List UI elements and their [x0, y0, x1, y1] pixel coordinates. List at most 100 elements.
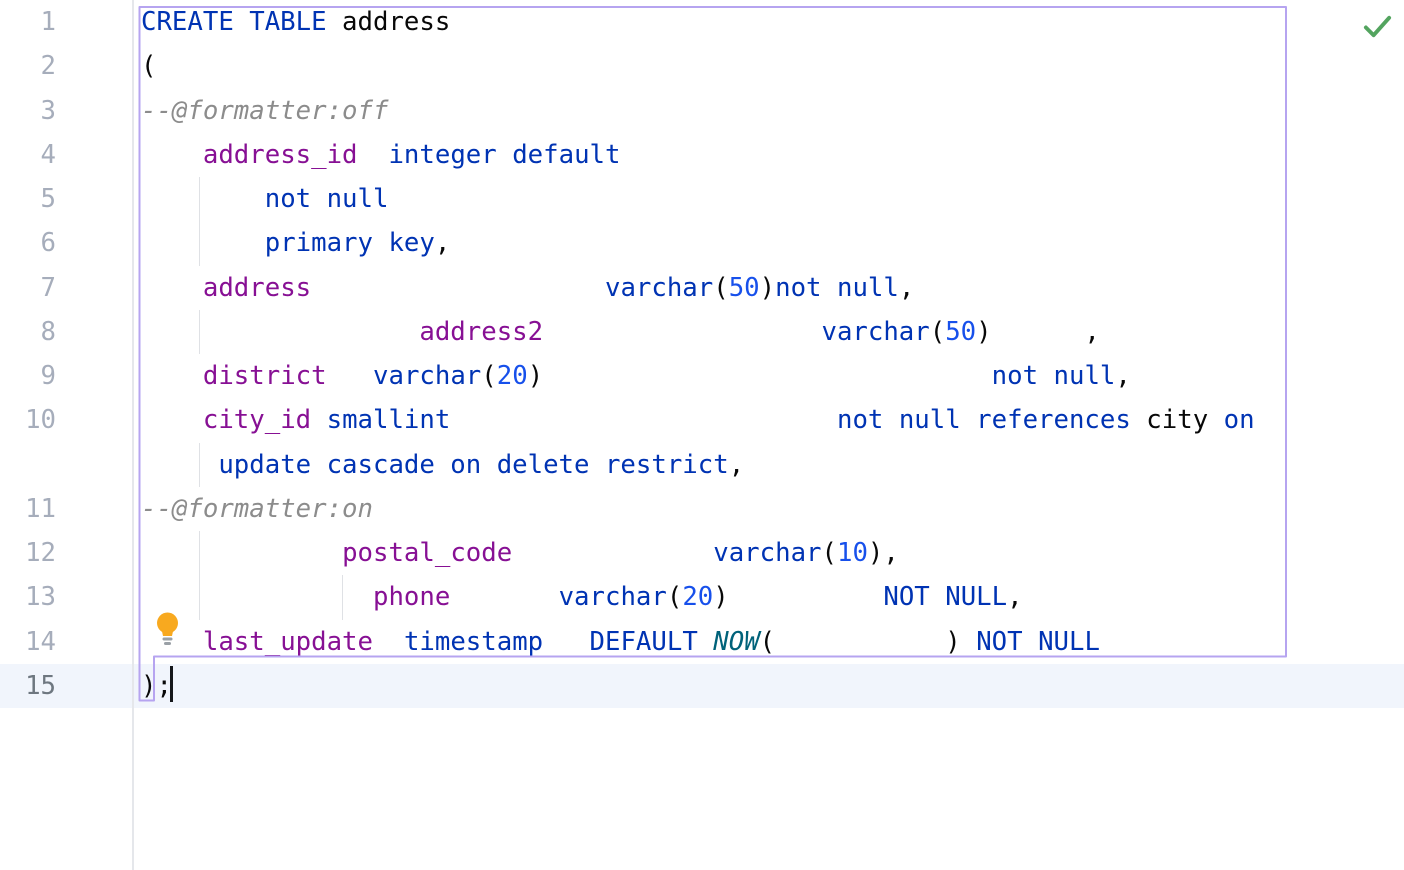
token-nm: 20 — [496, 361, 528, 392]
token-nm: 50 — [945, 316, 977, 347]
token-kw: varchar — [821, 316, 930, 347]
line-number[interactable]: 13 — [25, 582, 56, 613]
token-nm: 10 — [836, 538, 868, 569]
line-number[interactable]: 1 — [40, 7, 56, 37]
token-pl: ) — [867, 538, 884, 569]
line-number[interactable]: 9 — [40, 361, 56, 392]
line-number[interactable]: 7 — [40, 272, 56, 303]
token-pl — [141, 184, 265, 214]
token-kw: not null — [775, 272, 899, 303]
token-pl — [311, 405, 326, 435]
line-number[interactable]: 6 — [40, 228, 56, 259]
token-pl — [141, 228, 265, 258]
token-pl — [141, 582, 373, 612]
token-pl: ( — [929, 316, 946, 347]
token-pl — [543, 317, 821, 347]
token-pl: , — [728, 449, 745, 480]
token-kw: default — [512, 139, 621, 170]
token-pl — [373, 627, 404, 657]
line-number[interactable]: 12 — [25, 538, 56, 569]
token-id: postal_code — [342, 538, 513, 569]
token-pl: ) — [527, 361, 544, 392]
token-cm: --@formatter:on — [141, 493, 373, 524]
code-line-11[interactable]: --@formatter:on — [141, 487, 1255, 531]
token-id: city_id — [202, 405, 312, 436]
code-line-3[interactable]: --@formatter:off — [141, 89, 1255, 133]
code-line-10[interactable]: city_id smallint not null references cit… — [141, 398, 1255, 442]
code-line-5[interactable]: not null — [141, 177, 1255, 221]
code-line-7[interactable]: address varchar(50)not null, — [141, 266, 1255, 310]
token-kw: DEFAULT — [589, 626, 698, 657]
code-line-8[interactable]: address2 varchar(50) , — [141, 310, 1255, 354]
line-number[interactable]: 5 — [40, 184, 56, 215]
token-pl: ( — [821, 538, 837, 569]
line-number[interactable]: 3 — [40, 95, 56, 126]
code-line-2[interactable]: ( — [141, 44, 1255, 88]
token-pl: ) — [976, 316, 992, 347]
code-line-6[interactable]: primary key, — [141, 221, 1255, 265]
token-pl: , — [883, 538, 899, 569]
token-pl — [450, 405, 837, 435]
token-pl — [543, 361, 992, 391]
token-pl: ) — [713, 582, 729, 613]
code-line-wrap[interactable]: update cascade on delete restrict, — [141, 443, 1255, 487]
token-pl: ) — [945, 626, 977, 657]
token-pl — [141, 538, 342, 568]
token-pl — [358, 140, 389, 170]
code-line-1[interactable]: CREATE TABLE address — [141, 0, 1255, 44]
line-number[interactable]: 11 — [25, 493, 56, 524]
token-nm: 50 — [728, 272, 760, 303]
token-id: address — [202, 272, 312, 303]
code-line-4[interactable]: address_id integer default — [141, 133, 1255, 177]
token-id: phone — [372, 582, 451, 613]
token-pl — [141, 317, 419, 347]
text-caret — [170, 666, 173, 702]
line-number[interactable]: 14 — [25, 626, 56, 657]
code-line-15[interactable]: ); — [141, 664, 1255, 708]
token-pl — [141, 140, 203, 170]
token-pl: ) — [759, 272, 776, 303]
line-number[interactable]: 15 — [25, 670, 56, 701]
token-pl: , — [898, 272, 915, 303]
code-line-9[interactable]: district varchar(20) not null, — [141, 354, 1255, 398]
token-pl: ( — [666, 582, 683, 613]
line-number[interactable]: 10 — [25, 405, 56, 436]
line-number[interactable]: 8 — [40, 316, 56, 347]
intention-bulb-icon[interactable] — [153, 610, 183, 648]
token-pl: address — [326, 7, 451, 37]
token-pl — [512, 538, 713, 568]
token-cm: --@formatter:off — [141, 95, 389, 126]
token-pl — [141, 361, 203, 391]
token-kw: varchar — [713, 538, 822, 569]
token-pl — [698, 627, 713, 657]
token-pl — [141, 450, 218, 480]
token-kw: NOT NULL — [883, 582, 1008, 613]
code-line-12[interactable]: postal_code varchar(10), — [141, 531, 1255, 575]
token-pl — [543, 627, 589, 657]
token-nm: 20 — [682, 582, 714, 613]
token-pl — [497, 140, 512, 170]
token-pl: city — [1130, 405, 1224, 436]
token-fn: NOW — [713, 626, 760, 657]
code-line-14[interactable]: last_update timestamp DEFAULT NOW( ) NOT… — [141, 620, 1255, 664]
token-kw: not null references — [836, 405, 1131, 436]
token-pl: , — [991, 316, 1100, 347]
token-kw: not null — [991, 361, 1116, 392]
token-pl: , — [434, 228, 451, 259]
token-kw: smallint — [326, 405, 451, 436]
code-area[interactable]: CREATE TABLE address(--@formatter:off ad… — [141, 0, 1255, 708]
token-pl — [775, 627, 945, 657]
token-kw: on — [1223, 405, 1255, 436]
line-number[interactable]: 2 — [40, 51, 56, 82]
token-kw: timestamp — [403, 626, 544, 657]
token-pl — [311, 273, 605, 303]
token-pl — [141, 405, 203, 435]
token-kw: CREATE TABLE — [141, 7, 327, 37]
token-kw: update cascade on delete restrict — [218, 449, 729, 480]
code-line-13[interactable]: phone varchar(20) NOT NULL, — [141, 575, 1255, 619]
no-problems-check-icon[interactable] — [1362, 11, 1393, 42]
token-id: district — [202, 361, 327, 392]
line-number[interactable]: 4 — [40, 139, 56, 170]
